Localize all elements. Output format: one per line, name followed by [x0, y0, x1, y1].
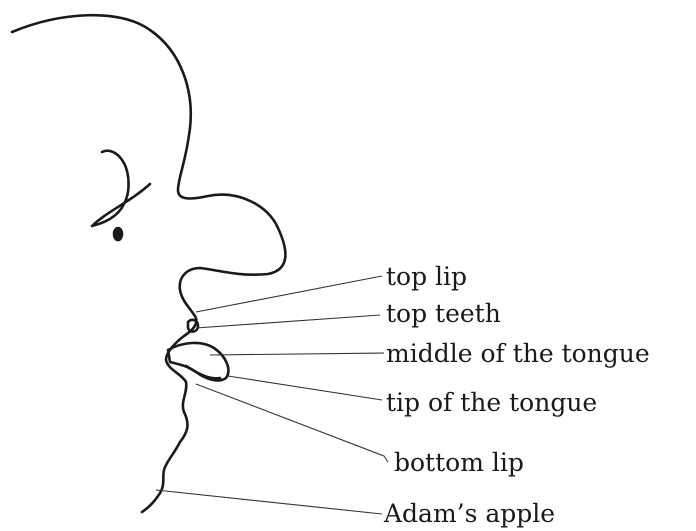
leader-top-teeth — [196, 315, 380, 328]
label-middle-of-tongue: middle of the tongue — [386, 339, 650, 368]
leader-bottom-lip — [196, 384, 388, 462]
leader-adams-apple — [156, 490, 382, 514]
label-adams-apple: Adam’s apple — [383, 499, 555, 528]
label-top-lip: top lip — [386, 262, 467, 291]
eye-pupil — [114, 228, 122, 240]
label-tip-of-tongue: tip of the tongue — [386, 388, 597, 417]
eye-outline — [92, 151, 150, 226]
label-bottom-lip: bottom lip — [394, 448, 524, 477]
lip-chin-outline — [142, 268, 200, 512]
leader-tip-of-tongue — [228, 376, 382, 400]
tongue-tip-curve — [186, 366, 220, 378]
tongue-outline — [168, 343, 228, 381]
forehead-nose-outline — [12, 15, 285, 275]
leader-top-lip — [196, 276, 382, 312]
label-top-teeth: top teeth — [386, 299, 501, 328]
leader-middle-of-tongue — [210, 353, 384, 355]
